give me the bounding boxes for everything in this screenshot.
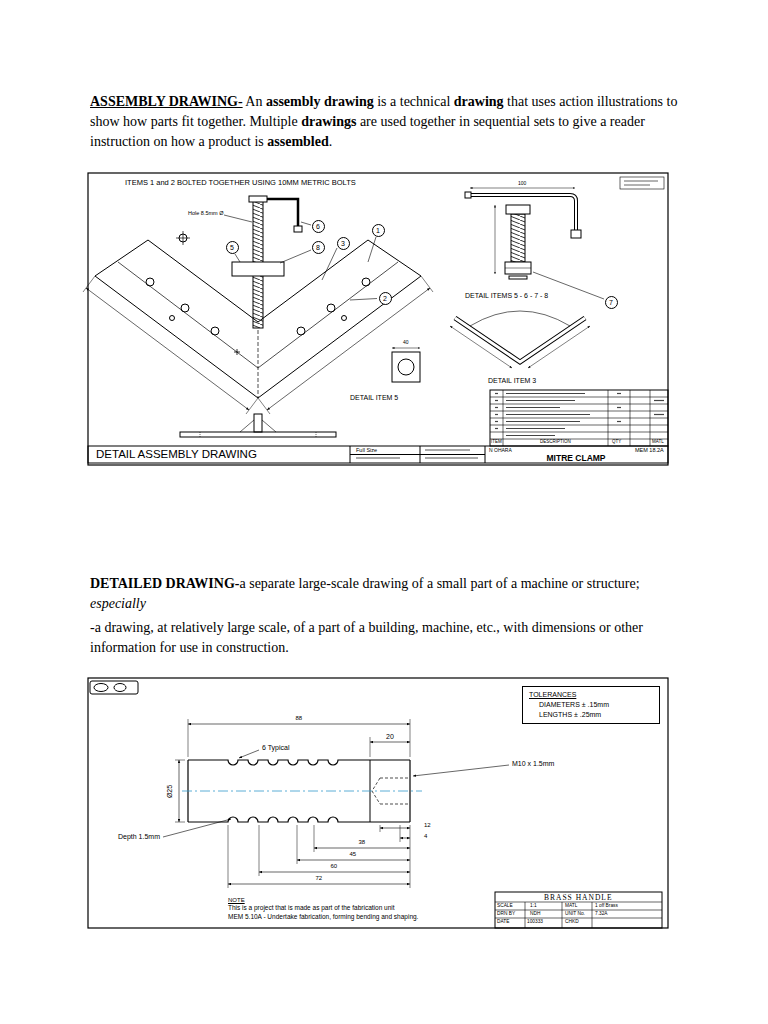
view-caption: DETAIL ITEMS 5 - 6 - 7 - 8	[465, 292, 548, 299]
bold-term: drawings	[301, 114, 356, 129]
bold-term: DETAILED DRAWING-	[90, 576, 239, 591]
title-block-cell: 1:1	[530, 904, 537, 909]
assembly-drawing	[83, 173, 668, 465]
tolerance-value: LENGTHS ± .25mm	[539, 710, 651, 720]
body-text: especially	[90, 596, 146, 611]
dimension: 72	[316, 875, 323, 881]
dimension: 45	[350, 851, 357, 857]
note-text: NOTE	[228, 897, 245, 903]
title-block-cell: SCALE	[497, 904, 513, 909]
callout-number: 8	[312, 241, 325, 254]
title-block-cell: 1 off Brass	[595, 904, 618, 909]
callout-number: 6	[312, 220, 325, 233]
body-text: -a drawing, at relatively large scale, o…	[90, 620, 643, 655]
box-heading: TOLERANCES	[529, 690, 651, 700]
callout-number: 3	[337, 237, 350, 250]
body-text: An	[245, 94, 262, 109]
tolerance-box: TOLERANCESDIAMETERS ± .15mmLENGTHS ± .25…	[522, 686, 660, 724]
callout-text: 2	[383, 295, 387, 302]
note-text: MEM 5.10A - Undertake fabrication, formi…	[228, 914, 418, 921]
dimension: Ø25	[166, 784, 173, 797]
body-text: is a technical	[377, 94, 450, 109]
annotation: Depth 1.5mm	[118, 833, 160, 840]
callout-number: 7	[605, 296, 618, 309]
callout-number: 5	[226, 241, 239, 254]
callout-text: 8	[316, 244, 320, 251]
view-caption: DETAIL ITEM 3	[488, 377, 536, 384]
title-block-cell: DRN BY	[497, 912, 515, 917]
dimension: 40	[403, 340, 409, 345]
callout-number: 1	[372, 224, 385, 237]
dimension: 60	[331, 863, 338, 869]
dimension: 100	[518, 181, 526, 186]
callout-text: 6	[316, 223, 320, 230]
callout-text: 7	[609, 299, 613, 306]
tolerance-value: DIAMETERS ± .15mm	[539, 700, 651, 710]
title-block-cell: N OHARA	[489, 448, 512, 453]
dimension: 38	[359, 839, 366, 845]
callout-text: 3	[341, 240, 345, 247]
annotation: ITEMS 1 and 2 BOLTED TOGETHER USING 10MM…	[125, 179, 356, 187]
title-block-cell: DESCRIPTION	[540, 440, 571, 445]
annotation: 6 Typical	[262, 744, 290, 751]
callout-number: 2	[379, 292, 392, 305]
annotation: Hole 8.5mm Ø	[188, 211, 223, 217]
view-caption: DETAIL ITEM 5	[350, 394, 398, 401]
title-block-cell: DATE	[497, 920, 509, 925]
body-text: a separate large-scale drawing of a smal…	[239, 576, 639, 591]
drawing-title: MITRE CLAMP	[547, 454, 606, 463]
dimension: 12	[424, 822, 431, 828]
title-block-cell: CHKD	[565, 920, 579, 925]
drawing-title: DETAIL ASSEMBLY DRAWING	[96, 449, 257, 461]
body-text: .	[329, 134, 333, 149]
title-block-cell: MATL	[652, 440, 664, 445]
title-block-cell: MATL	[565, 904, 577, 909]
title-block-cell: ITEM	[491, 440, 502, 445]
annotation: M10 x 1.5mm	[512, 760, 554, 767]
title-block-cell: UNIT No.	[565, 912, 585, 917]
title-block-cell: NDH	[530, 912, 540, 917]
dimension: 20	[386, 733, 394, 740]
drawing-title: BRASS HANDLE	[544, 894, 612, 902]
note-text: This is a project that is made as part o…	[228, 905, 395, 912]
dimension: 88	[296, 715, 303, 721]
detail-drawing	[88, 678, 668, 928]
bold-term: drawing	[454, 94, 504, 109]
bold-term: assembly drawing	[266, 94, 374, 109]
title-block-cell: QTY	[612, 440, 621, 445]
paragraph: ASSEMBLY DRAWING- An assembly drawing is…	[90, 92, 688, 152]
heading: ASSEMBLY DRAWING-	[90, 94, 243, 109]
paragraph: -a drawing, at relatively large scale, o…	[90, 618, 688, 658]
callout-text: 1	[376, 227, 380, 234]
title-block-cell: MEM 18.2A	[635, 448, 664, 454]
dimension: 4	[424, 833, 427, 839]
title-block-cell: 100333	[527, 920, 543, 925]
paragraph: DETAILED DRAWING-a separate large-scale …	[90, 574, 688, 614]
title-block-cell: 7.32A	[595, 912, 608, 917]
callout-text: 5	[230, 244, 234, 251]
bold-term: assembled	[267, 134, 328, 149]
title-block-cell: Full Size	[356, 448, 377, 454]
